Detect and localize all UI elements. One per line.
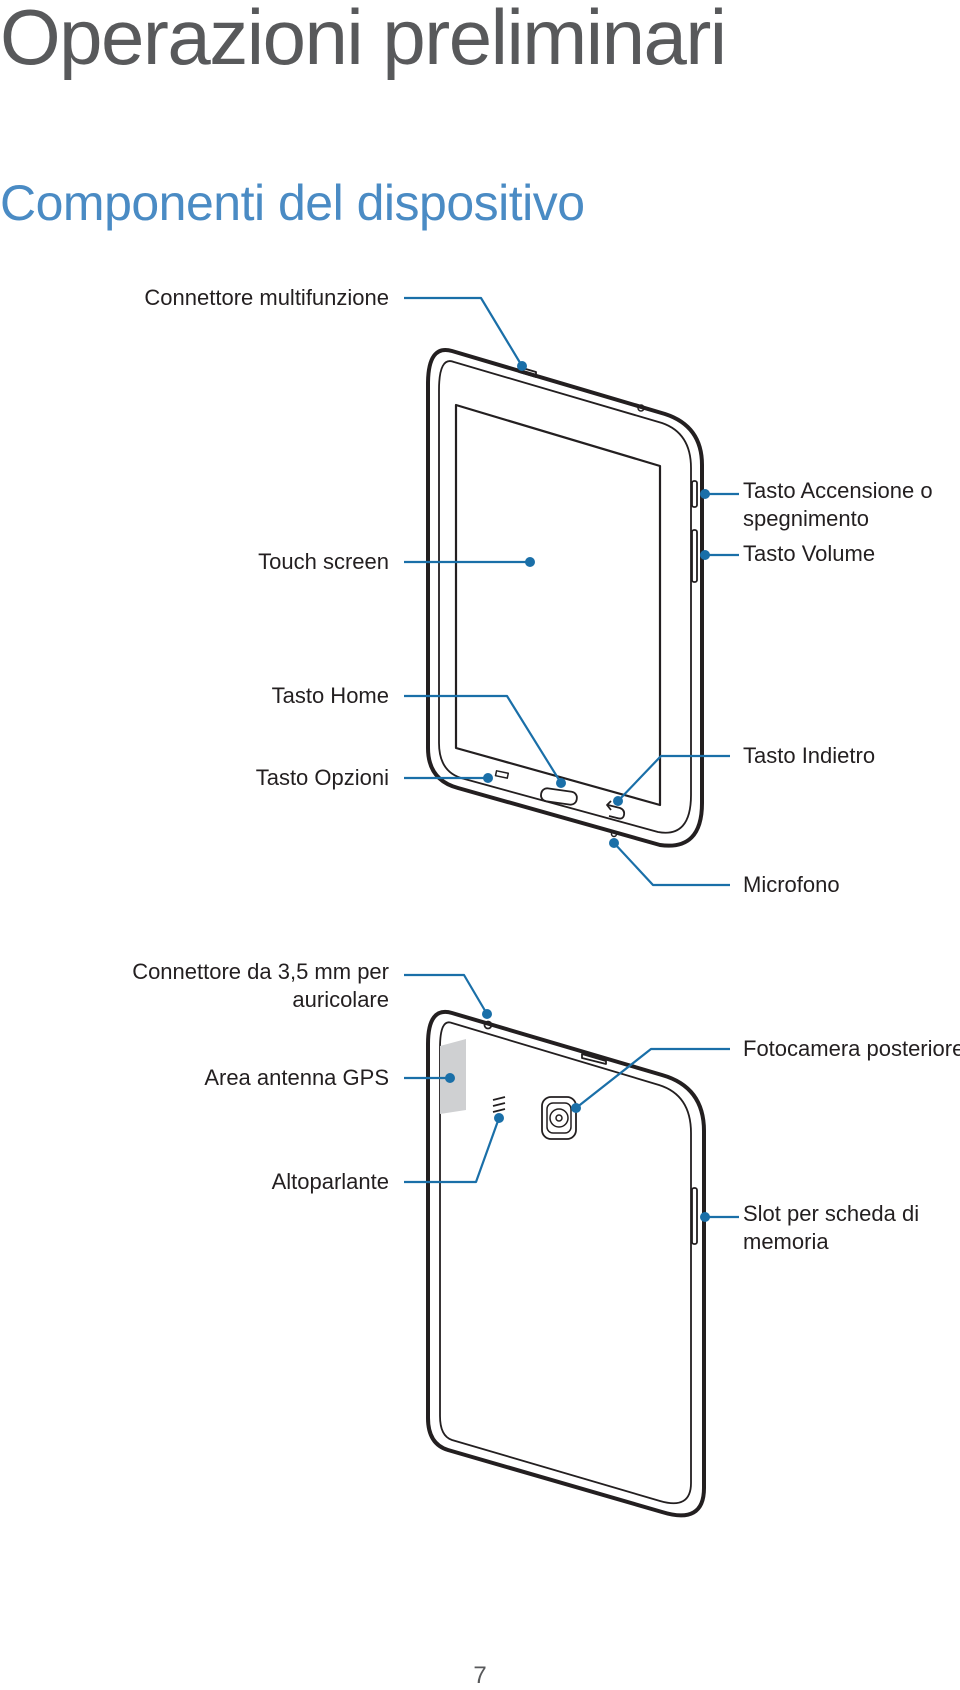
leader-line-rear-camera — [575, 1047, 730, 1109]
rear-camera-housing-icon — [541, 1096, 577, 1140]
front-camera-icon — [637, 404, 645, 412]
options-key-icon — [494, 770, 510, 779]
label-volume-key: Tasto Volume — [743, 541, 875, 566]
dot-speaker — [494, 1113, 504, 1123]
label-home-key: Tasto Home — [272, 683, 389, 708]
memory-slot-icon — [691, 1187, 698, 1245]
microphone-hole-icon — [610, 830, 618, 838]
leader-line-back-key — [617, 754, 730, 802]
dot-home-key — [556, 778, 566, 788]
front-screen — [454, 403, 662, 807]
front-device — [426, 347, 704, 848]
labels: Connettore multifunzione Touch screen Ta… — [132, 285, 960, 1254]
label-touch-screen: Touch screen — [258, 549, 389, 574]
label-power-key-line2: spegnimento — [743, 506, 869, 531]
leader-line-multipurpose-jack — [404, 296, 523, 367]
dot-back-key — [613, 796, 623, 806]
label-speaker: Altoparlante — [272, 1169, 389, 1194]
leader-line-microphone — [613, 842, 730, 887]
label-headset-jack-line1: Connettore da 3,5 mm per — [132, 959, 389, 984]
volume-key-icon — [691, 529, 698, 583]
headset-jack-icon — [483, 1020, 493, 1030]
label-rear-camera: Fotocamera posteriore — [743, 1036, 960, 1061]
dot-headset-jack — [482, 1009, 492, 1019]
label-power-key-line1: Tasto Accensione o — [743, 478, 933, 503]
dot-gps-antenna — [445, 1073, 455, 1083]
leader-lines — [404, 296, 739, 1219]
dot-memory-slot — [700, 1212, 710, 1222]
label-back-key: Tasto Indietro — [743, 743, 875, 768]
leader-line-speaker — [404, 1117, 501, 1184]
label-multipurpose-jack: Connettore multifunzione — [144, 285, 389, 310]
front-inner-rim — [438, 360, 692, 834]
rear-camera-lens-icon — [549, 1108, 569, 1128]
leader-line-home-key — [404, 694, 562, 784]
dot-touch-screen — [525, 557, 535, 567]
label-memory-slot-line2: memoria — [743, 1229, 829, 1254]
rear-camera-frame-icon — [546, 1102, 572, 1134]
power-key-icon — [691, 480, 698, 508]
home-key-icon — [540, 787, 578, 806]
back-device — [426, 1009, 706, 1518]
dot-options-key — [483, 773, 493, 783]
back-outer-body — [426, 1009, 706, 1518]
dot-power-key — [700, 489, 710, 499]
back-key-icon — [606, 800, 626, 820]
back-inner-rim — [439, 1021, 692, 1505]
page-number: 7 — [473, 1662, 487, 1689]
leader-dots — [445, 361, 710, 1222]
label-microphone: Microfono — [743, 872, 840, 897]
front-outer-body — [426, 347, 704, 848]
front-top-slot — [518, 366, 537, 378]
label-memory-slot-line1: Slot per scheda di — [743, 1201, 919, 1226]
dot-microphone — [609, 838, 619, 848]
label-options-key: Tasto Opzioni — [256, 765, 389, 790]
speaker-grille-icon — [492, 1096, 506, 1113]
back-top-slot — [581, 1053, 607, 1065]
dot-multipurpose-jack — [517, 361, 527, 371]
dot-rear-camera — [571, 1103, 581, 1113]
section-title: Componenti del dispositivo — [0, 175, 585, 231]
leader-line-headset-jack — [404, 973, 488, 1015]
label-gps-antenna: Area antenna GPS — [204, 1065, 389, 1090]
rear-camera-lens-center-icon — [555, 1114, 563, 1122]
page-title: Operazioni preliminari — [0, 0, 727, 81]
label-headset-jack-line2: auricolare — [292, 987, 389, 1012]
dot-volume-key — [700, 550, 710, 560]
